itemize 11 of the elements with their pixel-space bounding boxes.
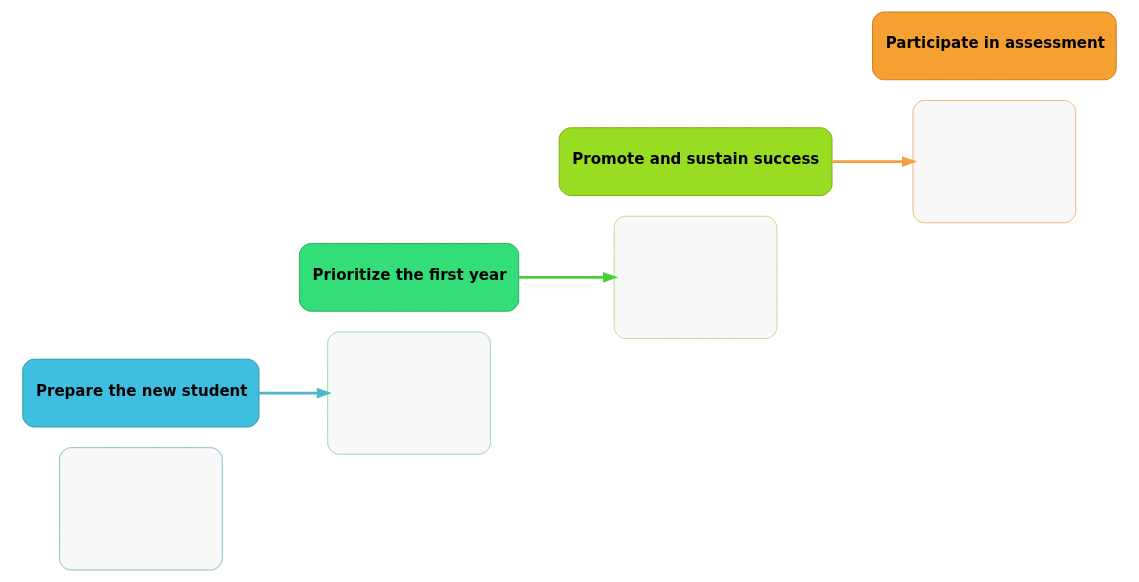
node-box: Prepare the new student <box>22 358 260 428</box>
arrow <box>518 272 619 283</box>
arrow <box>832 156 918 167</box>
node-box <box>912 99 1077 224</box>
node-box <box>613 215 778 339</box>
node-box: Promote and sustain success <box>558 127 833 196</box>
node-box <box>327 331 491 455</box>
node-box <box>59 447 223 571</box>
node-box: Participate in assessment <box>872 11 1117 81</box>
node-box: Prioritize the first year <box>298 243 520 312</box>
arrow <box>259 387 332 399</box>
